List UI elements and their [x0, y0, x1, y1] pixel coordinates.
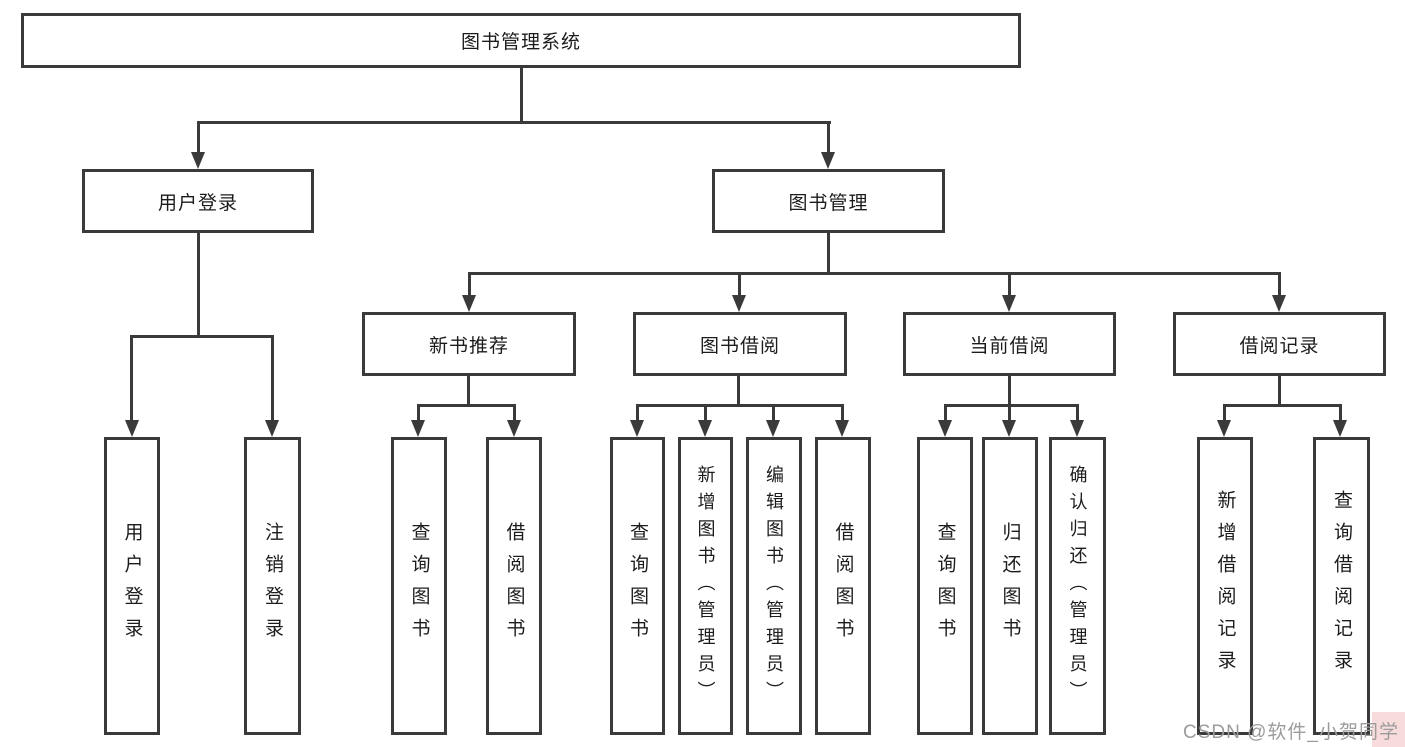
leaf-user-login: 用户登录: [104, 437, 160, 735]
connector-leaf-drop: [841, 404, 844, 421]
connector-leaf-drop: [1008, 404, 1011, 421]
connector-root-branch: [197, 121, 831, 124]
connector-current-borrow-stem: [1008, 376, 1011, 407]
arrowhead-borrow-record: [1272, 295, 1286, 312]
leaf-edit-books-admin: 编辑图书（管理员）: [746, 437, 802, 735]
connector-leaf-drop: [772, 404, 775, 421]
connector-root-stem: [520, 68, 523, 124]
node-user-login: 用户登录: [82, 169, 314, 233]
connector-book-mgmt-stem: [827, 233, 830, 275]
connector-book-borrow-branch: [636, 404, 844, 407]
connector-leaf-drop: [417, 404, 420, 421]
connector-user-login-drop: [197, 121, 200, 153]
connector-current-borrow-branch: [944, 404, 1079, 407]
arrowhead-book-borrow: [732, 295, 746, 312]
connector-leaf-login-drop: [130, 335, 133, 421]
node-current-borrow: 当前借阅: [903, 312, 1116, 376]
connector-leaf-drop: [636, 404, 639, 421]
connector-borrow-record-stem: [1278, 376, 1281, 407]
arrowhead-new-book: [462, 295, 476, 312]
arrowhead-current-borrow: [1002, 295, 1016, 312]
connector-current-borrow-drop: [1008, 272, 1011, 297]
leaf-add-borrow-record: 新增借阅记录: [1197, 437, 1253, 735]
arrowhead-leaf-login: [125, 420, 139, 437]
connector-user-login-branch: [131, 335, 274, 338]
connector-book-borrow-stem: [737, 376, 740, 407]
connector-book-borrow-drop: [738, 272, 741, 297]
arrowhead-leaf-query-3: [938, 420, 952, 437]
watermark-accent-block: [1372, 712, 1405, 747]
connector-leaf-drop: [1339, 404, 1342, 421]
node-book-borrow: 图书借阅: [633, 312, 847, 376]
connector-leaf-drop: [1076, 404, 1079, 421]
connector-leaf-drop: [944, 404, 947, 421]
leaf-query-books-3: 查询图书: [917, 437, 973, 735]
connector-leaf-drop: [704, 404, 707, 421]
leaf-borrow-books-2: 借阅图书: [815, 437, 871, 735]
connector-leaf-drop: [1223, 404, 1226, 421]
connector-new-book-drop: [468, 272, 471, 297]
leaf-confirm-return-admin: 确认归还（管理员）: [1049, 437, 1106, 735]
arrowhead-user-login: [191, 152, 205, 169]
connector-new-book-branch: [417, 404, 516, 407]
leaf-logout-login: 注销登录: [244, 437, 301, 735]
connector-book-mgmt-drop: [827, 121, 830, 153]
csdn-watermark: CSDN @软件_小贺同学: [1183, 722, 1399, 743]
connector-borrow-record-drop: [1278, 272, 1281, 297]
arrowhead-leaf-add-books: [698, 420, 712, 437]
node-root-system: 图书管理系统: [21, 13, 1021, 68]
leaf-borrow-books-1: 借阅图书: [486, 437, 542, 735]
arrowhead-leaf-query-1: [411, 420, 425, 437]
arrowhead-leaf-query-record: [1333, 420, 1347, 437]
arrowhead-leaf-confirm-return: [1070, 420, 1084, 437]
arrowhead-leaf-add-record: [1217, 420, 1231, 437]
leaf-query-books-1: 查询图书: [391, 437, 447, 735]
connector-borrow-record-branch: [1223, 404, 1342, 407]
connector-leaf-logout-drop: [271, 335, 274, 421]
node-book-management: 图书管理: [712, 169, 945, 233]
arrowhead-leaf-logout: [265, 420, 279, 437]
arrowhead-leaf-borrow-2: [835, 420, 849, 437]
arrowhead-leaf-return: [1002, 420, 1016, 437]
arrowhead-leaf-edit-books: [766, 420, 780, 437]
connector-new-book-stem: [467, 376, 470, 407]
arrowhead-book-mgmt: [821, 152, 835, 169]
leaf-query-borrow-record: 查询借阅记录: [1313, 437, 1370, 735]
node-borrow-record: 借阅记录: [1173, 312, 1386, 376]
arrowhead-leaf-borrow-1: [507, 420, 521, 437]
leaf-query-books-2: 查询图书: [610, 437, 665, 735]
connector-book-mgmt-branch: [468, 272, 1281, 275]
connector-user-login-stem: [197, 233, 200, 338]
connector-leaf-drop: [513, 404, 516, 421]
leaf-add-books-admin: 新增图书（管理员）: [678, 437, 733, 735]
leaf-return-books: 归还图书: [982, 437, 1038, 735]
node-new-book-recommend: 新书推荐: [362, 312, 576, 376]
arrowhead-leaf-query-2: [630, 420, 644, 437]
